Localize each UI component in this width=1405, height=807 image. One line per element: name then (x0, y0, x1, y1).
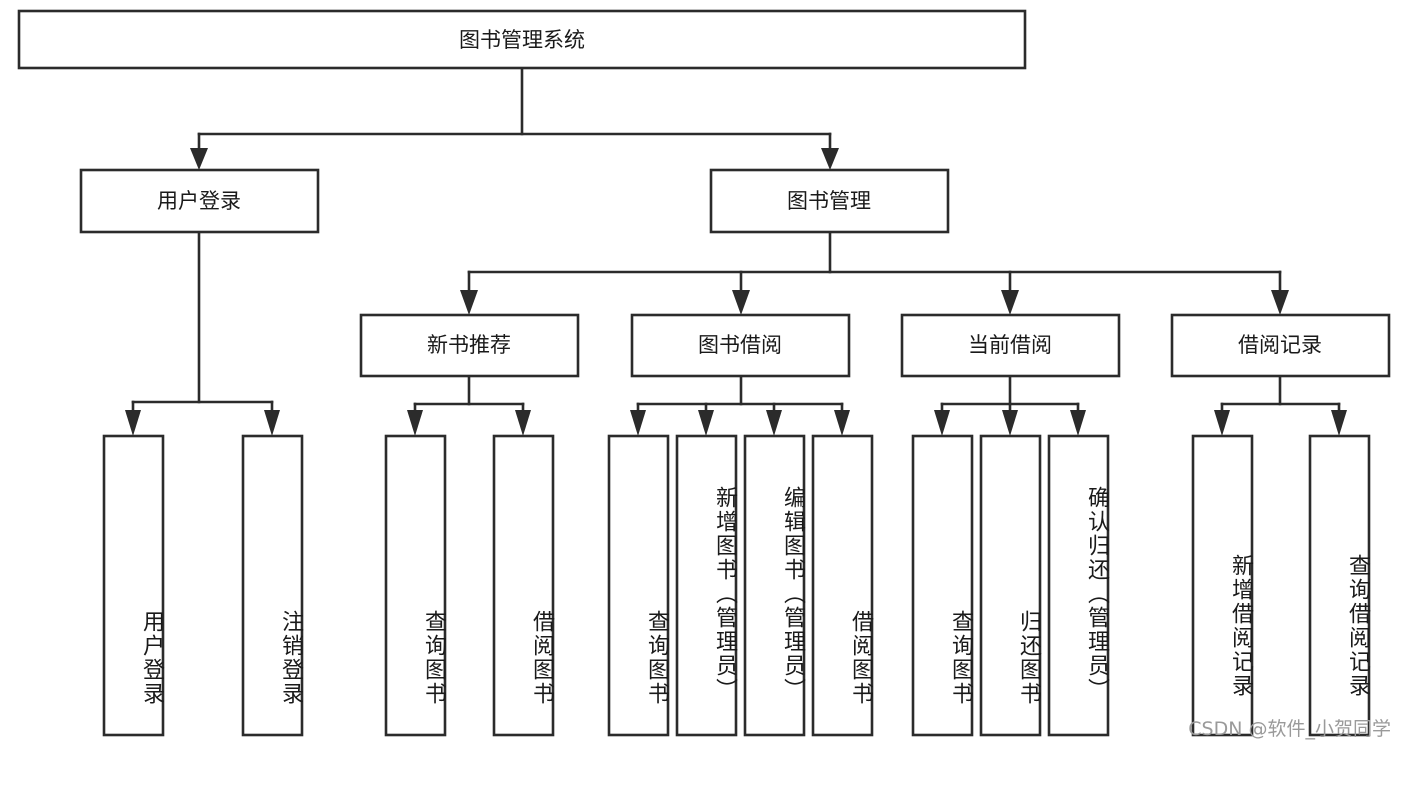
node-box-leaf-borrow-book-1[interactable] (492, 434, 555, 737)
node-label-current-borrow: 当前借阅 (968, 333, 1052, 357)
arrow-head-leaf-query-book-3 (934, 410, 950, 436)
node-label-book-management: 图书管理 (787, 189, 871, 213)
arrow-head-current-borrow (1001, 290, 1019, 315)
node-box-current-borrow[interactable] (900, 313, 1121, 378)
arrow-head-borrow-record (1271, 290, 1289, 315)
arrow-head-leaf-query-book-1 (407, 410, 423, 436)
node-box-leaf-add-record[interactable] (1191, 434, 1254, 737)
node-label-book-borrow: 图书借阅 (698, 333, 782, 357)
connector-group-new-book-recommend (407, 374, 531, 436)
arrow-head-new-book-recommend (460, 290, 478, 315)
node-label-new-book-recommend: 新书推荐 (427, 333, 511, 357)
node-label-borrow-record: 借阅记录 (1238, 333, 1322, 357)
connector-group-current-borrow (934, 374, 1086, 436)
node-box-leaf-query-book-1[interactable] (384, 434, 447, 737)
node-box-new-book-recommend[interactable] (359, 313, 580, 378)
connector-group-book-management (460, 230, 1289, 315)
node-box-borrow-record[interactable] (1170, 313, 1391, 378)
node-box-leaf-logout-login[interactable] (241, 434, 304, 737)
tree-diagram-svg: 图书管理系统 用户登录 图书管理 新书推荐 图书借阅 当前借阅 借阅记录 (17, 9, 1391, 737)
node-box-book-borrow[interactable] (630, 313, 851, 378)
arrow-head-leaf-confirm-return (1070, 410, 1086, 436)
node-box-leaf-user-login[interactable] (102, 434, 165, 737)
arrow-head-leaf-borrow-book-1 (515, 410, 531, 436)
connector-group-borrow-record (1214, 374, 1347, 436)
arrow-head-leaf-user-login (125, 410, 141, 436)
arrow-head-leaf-add-record (1214, 410, 1230, 436)
arrow-head-book-borrow (732, 290, 750, 315)
arrow-head-leaf-logout-login (264, 410, 280, 436)
node-box-leaf-confirm-return[interactable] (1047, 434, 1110, 737)
arrow-head-leaf-edit-book (766, 410, 782, 436)
arrow-head-leaf-query-book-2 (630, 410, 646, 436)
node-box-leaf-query-record[interactable] (1308, 434, 1371, 737)
node-box-leaf-query-book-3[interactable] (911, 434, 974, 737)
arrow-head-book-management (821, 148, 839, 170)
arrow-head-leaf-add-book (698, 410, 714, 436)
arrow-head-leaf-return-book (1002, 410, 1018, 436)
node-label-root: 图书管理系统 (459, 28, 585, 52)
node-box-leaf-return-book[interactable] (979, 434, 1042, 737)
node-box-user-login[interactable] (79, 168, 320, 234)
node-box-book-management[interactable] (709, 168, 950, 234)
node-box-leaf-add-book[interactable] (675, 434, 738, 737)
arrow-head-leaf-query-record (1331, 410, 1347, 436)
arrow-head-user-login (190, 148, 208, 170)
connector-group-root (190, 66, 839, 170)
node-box-root[interactable] (17, 9, 1027, 70)
node-box-leaf-query-book-2[interactable] (607, 434, 670, 737)
node-box-leaf-borrow-book-2[interactable] (811, 434, 874, 737)
diagram-canvas: 图书管理系统 用户登录 图书管理 新书推荐 图书借阅 当前借阅 借阅记录 (17, 9, 1391, 740)
connector-group-user-login (125, 230, 280, 436)
connector-group-book-borrow (630, 374, 850, 436)
node-label-user-login: 用户登录 (157, 189, 241, 213)
arrow-head-leaf-borrow-book-2 (834, 410, 850, 436)
node-box-leaf-edit-book[interactable] (743, 434, 806, 737)
